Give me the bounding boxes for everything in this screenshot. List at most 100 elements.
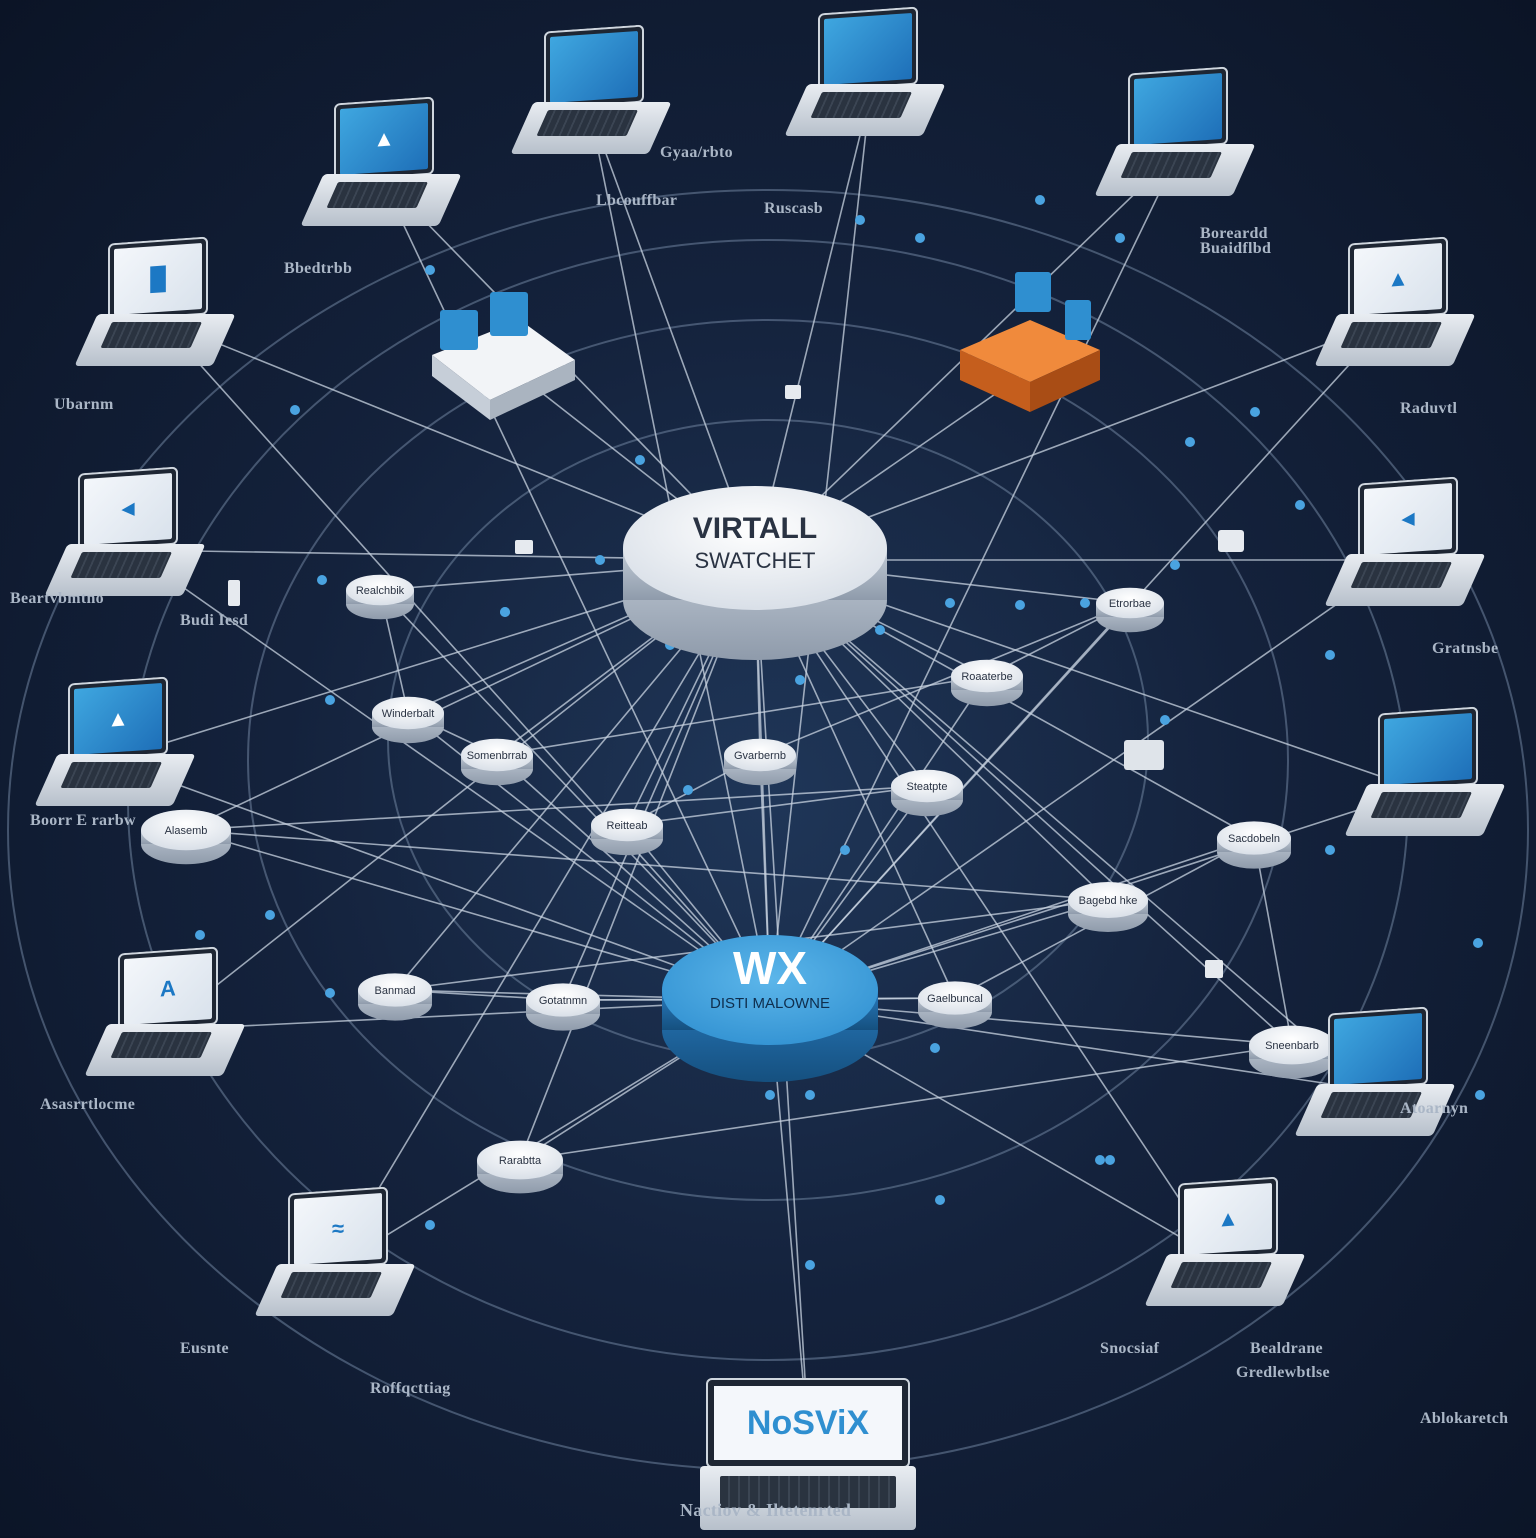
network-link <box>109 759 771 1001</box>
connector-dot <box>290 405 300 415</box>
laptop-icon: ▲ <box>34 676 196 810</box>
node-label: Bagebd hke <box>1079 895 1138 907</box>
network-node: Bagebd hke <box>1068 882 1148 932</box>
connector-dot <box>1015 600 1025 610</box>
connector-dot <box>1185 437 1195 447</box>
connector-dot <box>265 910 275 920</box>
connector-dot <box>1170 560 1180 570</box>
network-link <box>496 675 988 756</box>
connector-dot <box>635 455 645 465</box>
network-node: Somenbrrab <box>461 738 533 786</box>
brand-laptop: NoSViX <box>700 1378 920 1538</box>
laptop-icon: A <box>84 946 246 1080</box>
network-link <box>185 785 928 831</box>
device-caption: Bealdrane <box>1250 1340 1323 1357</box>
network-node: Realchbik <box>346 574 414 620</box>
network-node: Etrorbae <box>1096 587 1164 633</box>
connector-dot <box>795 675 805 685</box>
node-label: Gotatnmn <box>539 995 587 1007</box>
device-caption: Atoarnyn <box>1400 1100 1469 1117</box>
node-label: Reitteab <box>607 820 648 832</box>
network-link <box>185 829 1109 901</box>
network-link <box>759 602 1131 756</box>
device-caption: Ablokaretch <box>1420 1410 1509 1427</box>
laptop-icon: ◄ <box>1324 476 1486 610</box>
connector-dot <box>1325 845 1335 855</box>
footer-caption: Nactiov & Iltetenrted <box>680 1500 852 1520</box>
network-link <box>589 109 756 561</box>
device-caption: Raduvtl <box>1400 400 1458 417</box>
network-node: Banmad <box>358 973 432 1021</box>
network-link <box>1253 837 1293 1046</box>
connector-dot <box>1035 195 1045 205</box>
laptop-icon <box>1294 1006 1456 1140</box>
node-label: Realchbik <box>356 585 405 597</box>
core-subtitle: DISTI MALOWNE <box>710 995 830 1012</box>
connector-dot <box>1105 1155 1115 1165</box>
connector-boxes <box>228 385 1244 978</box>
laptop-icon: ▲ <box>1144 1176 1306 1310</box>
connector-dot <box>1095 1155 1105 1165</box>
device-caption: Bbedtrbb <box>284 260 353 277</box>
network-link <box>769 149 1181 1001</box>
connector-icon <box>228 580 240 606</box>
core-node <box>662 935 878 1082</box>
core-title: WX <box>733 942 807 994</box>
connector-icon <box>785 385 801 399</box>
device-caption: Eusnte <box>180 1340 229 1357</box>
connector-dot <box>930 1043 940 1053</box>
orbit-ring-outer <box>7 189 1529 1471</box>
network-node: Winderbalt <box>372 696 444 744</box>
node-label: Roaaterbe <box>961 671 1012 683</box>
network-node: Rarabtta <box>477 1140 563 1194</box>
connector-dot <box>765 1090 775 1100</box>
connector-dot <box>840 845 850 855</box>
network-node: Gvarbernb <box>724 738 796 786</box>
switch-hub-icon <box>432 292 575 420</box>
device-caption: Ubarnm <box>54 396 114 413</box>
connector-icon <box>1124 740 1164 770</box>
connector-dot <box>805 1090 815 1100</box>
network-link <box>519 1044 1293 1161</box>
connector-dot <box>875 625 885 635</box>
connector-dot <box>915 233 925 243</box>
device-caption: Budi Iesd <box>180 612 249 629</box>
connector-icon <box>515 540 533 554</box>
connector-dot <box>1475 1090 1485 1100</box>
device-caption: Roffqcttiag <box>370 1380 451 1397</box>
network-link <box>769 559 1401 1001</box>
network-link <box>754 559 1221 1261</box>
connector-dot <box>1325 650 1335 660</box>
network-node: Steatpte <box>891 769 963 817</box>
connector-dot <box>1080 598 1090 608</box>
device-caption: Gratnsbe <box>1432 640 1499 657</box>
network-link <box>519 559 756 1161</box>
virtual-switch-hub <box>623 486 887 660</box>
connector-dot <box>805 1260 815 1270</box>
node-label: Sacdobeln <box>1228 833 1280 845</box>
node-label: Sneenbarb <box>1265 1040 1319 1052</box>
connector-dot <box>425 265 435 275</box>
connector-dot <box>945 598 955 608</box>
node-label: Rarabtta <box>499 1155 542 1167</box>
laptop-icon: ◄ <box>44 466 206 600</box>
connector-dot <box>595 555 605 565</box>
device-caption: Lbcouffbar <box>596 192 678 209</box>
node-label: Etrorbae <box>1109 598 1151 610</box>
connector-dot <box>1295 500 1305 510</box>
device-caption: Boorr E rarbw <box>30 812 136 829</box>
device-caption: Ruscasb <box>764 200 824 217</box>
network-node: Alasemb <box>141 809 231 865</box>
connector-dot <box>317 575 327 585</box>
network-node: Gotatnmn <box>526 983 600 1031</box>
network-node: Roaaterbe <box>951 659 1023 707</box>
connector-dot <box>325 695 335 705</box>
laptop-icon: ≈ <box>254 1186 416 1320</box>
node-label: Banmad <box>375 985 416 997</box>
network-link <box>626 785 928 826</box>
device-caption: Gredlewbtlse <box>1236 1364 1330 1381</box>
laptop-icon: █ <box>74 236 236 370</box>
device-caption: Beartvbmtno <box>10 590 104 607</box>
